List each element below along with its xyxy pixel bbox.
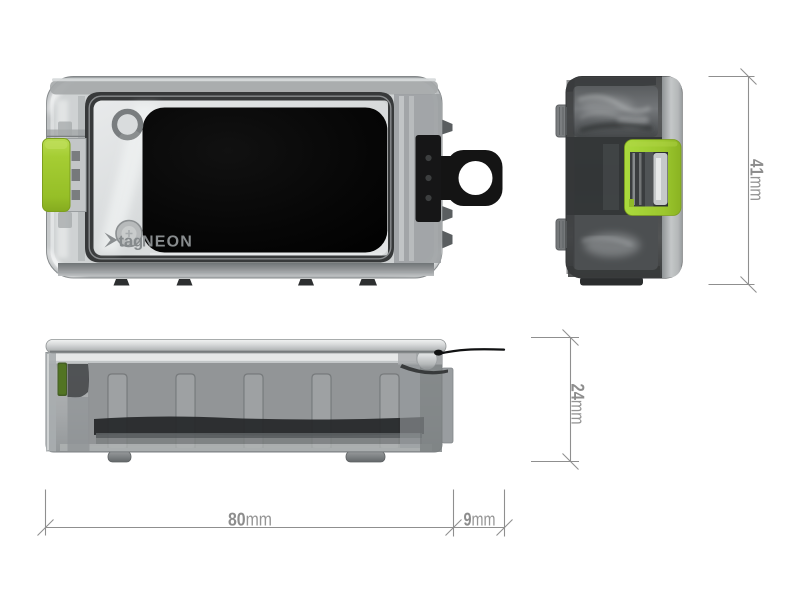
svg-text:tag: tag [119,233,144,251]
svg-text:24mm: 24mm [568,384,589,425]
svg-text:NEON: NEON [142,234,193,251]
svg-text:80mm: 80mm [228,509,272,530]
svg-text:9mm: 9mm [464,509,496,530]
svg-text:41mm: 41mm [747,159,768,201]
